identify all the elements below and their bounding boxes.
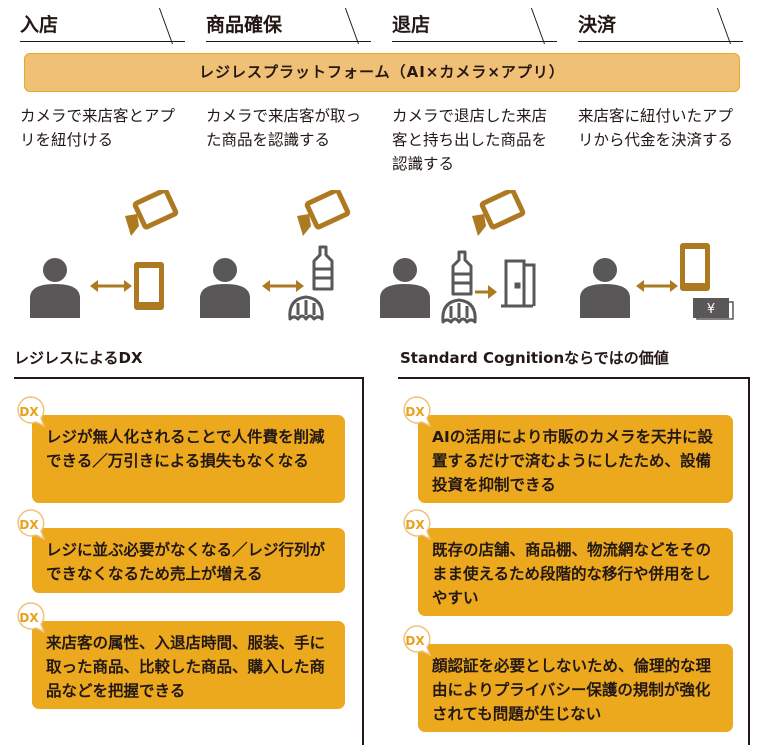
divider [748,377,750,745]
dx-badge-icon: DX [403,396,432,427]
camera-icon [125,190,176,236]
step-desc: カメラで来店客が取った商品を認識する [206,107,362,149]
step-exit: 退店 [392,6,560,44]
arrow-right-icon [475,285,497,299]
step-pick: 商品確保 [206,6,374,44]
bottle-icon [451,250,473,296]
bottle-icon [312,245,334,291]
step-desc: 来店客に紐付いたアプリから代金を決済する [578,107,734,149]
svg-text:DX: DX [19,518,39,532]
pick-icons [200,190,385,321]
camera-icon [297,190,348,236]
exit-icons [380,190,536,324]
step-label: 退店 [392,14,431,36]
step-label: 商品確保 [206,14,283,36]
door-icon [501,259,536,308]
step-desc: カメラで来店客とアプリを紐付ける [20,107,176,149]
value-item: AIの活用により市販のカメラを天井に設置するだけで済むようにしたため、設備投資を… [418,415,733,503]
person-icon [380,258,430,318]
dx-badge-icon: DX [17,396,46,427]
smartphone-icon [134,262,164,310]
dx-badge-icon: DX [17,602,46,633]
svg-text:DX: DX [405,405,425,419]
step-payment: 決済 [578,6,746,44]
dx-item: レジが無人化されることで人件費を削減できる／万引きによる損失もなくなる [32,415,345,503]
platform-bar: レジレスプラットフォーム（AI×カメラ×アプリ） [24,53,740,92]
croissant-icon [441,298,477,324]
smartphone-icon [680,243,710,291]
svg-text:DX: DX [19,611,39,625]
step-entry: 入店 [20,6,188,44]
value-item: 顔認証を必要としないため、倫理的な理由によりプライバシー保護の規制が強化されても… [418,644,733,732]
value-item: 既存の店舗、商品棚、物流網などをそのまま使えるため段階的な移行や併用をしやすい [418,528,733,616]
croissant-icon [288,295,324,321]
payment-icons: ¥ [580,243,734,320]
dx-item: 来店客の属性、入退店時間、服装、手に取った商品、比較した商品、購入した商品などを… [32,621,345,709]
dx-badge-icon: DX [403,509,432,540]
divider [362,377,364,745]
double-arrow-icon [260,278,306,294]
dx-badge-icon: DX [403,625,432,656]
yen-bill-icon: ¥ [693,298,734,320]
person-icon [200,258,250,318]
svg-text:DX: DX [405,518,425,532]
left-section-title: レジレスによるDX [14,349,143,367]
svg-text:DX: DX [405,634,425,648]
right-section-title: Standard Cognitionならではの価値 [400,349,669,367]
dx-item: レジに並ぶ必要がなくなる／レジ行列ができなくなるため売上が増える [32,528,345,593]
svg-text:¥: ¥ [707,302,715,317]
person-icon [30,258,80,318]
step-desc: カメラで退店した来店客と持ち出した商品を認識する [392,107,548,173]
step-label: 決済 [578,14,617,36]
svg-text:DX: DX [19,405,39,419]
camera-icon [472,190,523,236]
divider [14,377,364,379]
dx-badge-icon: DX [17,509,46,540]
person-icon [580,258,630,318]
divider [398,377,750,379]
step-label: 入店 [20,14,59,36]
double-arrow-icon [88,278,134,294]
double-arrow-icon [634,278,680,294]
entry-icons [30,190,215,318]
